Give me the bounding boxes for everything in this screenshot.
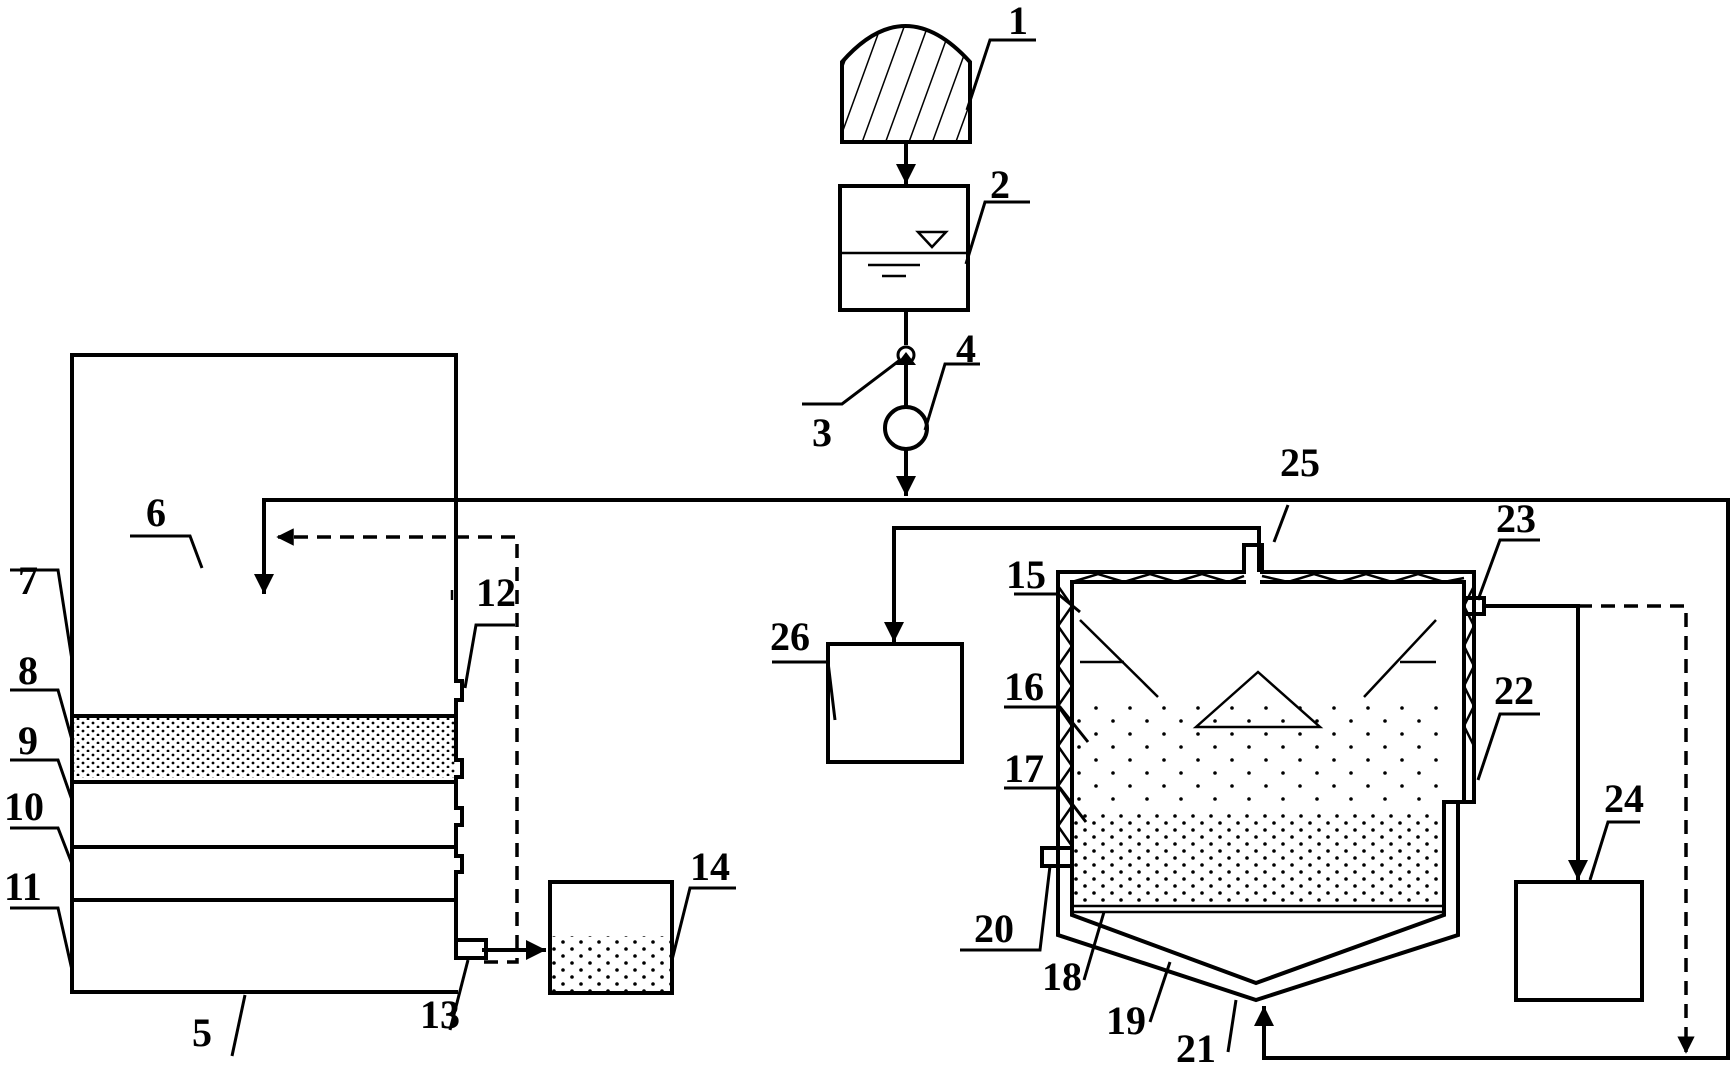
label-leaders xyxy=(10,38,1640,1057)
label-2: 2 xyxy=(990,162,1010,207)
label-5: 5 xyxy=(192,1010,212,1055)
label-3: 3 xyxy=(812,410,832,455)
label-9: 9 xyxy=(18,718,38,763)
label-7: 7 xyxy=(18,558,38,603)
label-24: 24 xyxy=(1604,776,1644,821)
label-4: 4 xyxy=(956,326,976,371)
label-15: 15 xyxy=(1006,552,1046,597)
label-6: 6 xyxy=(146,490,166,535)
label-17: 17 xyxy=(1004,746,1044,791)
label-21: 21 xyxy=(1176,1026,1216,1071)
label-26: 26 xyxy=(770,614,810,659)
label-25: 25 xyxy=(1280,440,1320,485)
product-collector-box xyxy=(1514,880,1644,1002)
gas-collector-box xyxy=(826,642,964,764)
label-22: 22 xyxy=(1494,668,1534,713)
recycle-dashed-line xyxy=(276,528,519,964)
label-16: 16 xyxy=(1004,664,1044,709)
effluent-tank xyxy=(548,880,674,995)
label-23: 23 xyxy=(1496,496,1536,541)
source-vessel xyxy=(840,24,972,144)
label-12: 12 xyxy=(476,570,516,615)
label-14: 14 xyxy=(690,844,730,889)
label-1: 1 xyxy=(1008,0,1028,43)
label-20: 20 xyxy=(974,906,1014,951)
label-10: 10 xyxy=(4,784,44,829)
label-11: 11 xyxy=(4,864,42,909)
label-18: 18 xyxy=(1042,954,1082,999)
water-level-icon xyxy=(915,230,949,249)
upflow-reactor xyxy=(1040,543,1486,1003)
label-8: 8 xyxy=(18,648,38,693)
pump-icon xyxy=(883,405,929,451)
storage-tank xyxy=(838,184,970,312)
label-13: 13 xyxy=(420,992,460,1037)
label-19: 19 xyxy=(1106,998,1146,1043)
packed-column-reactor xyxy=(70,353,488,994)
